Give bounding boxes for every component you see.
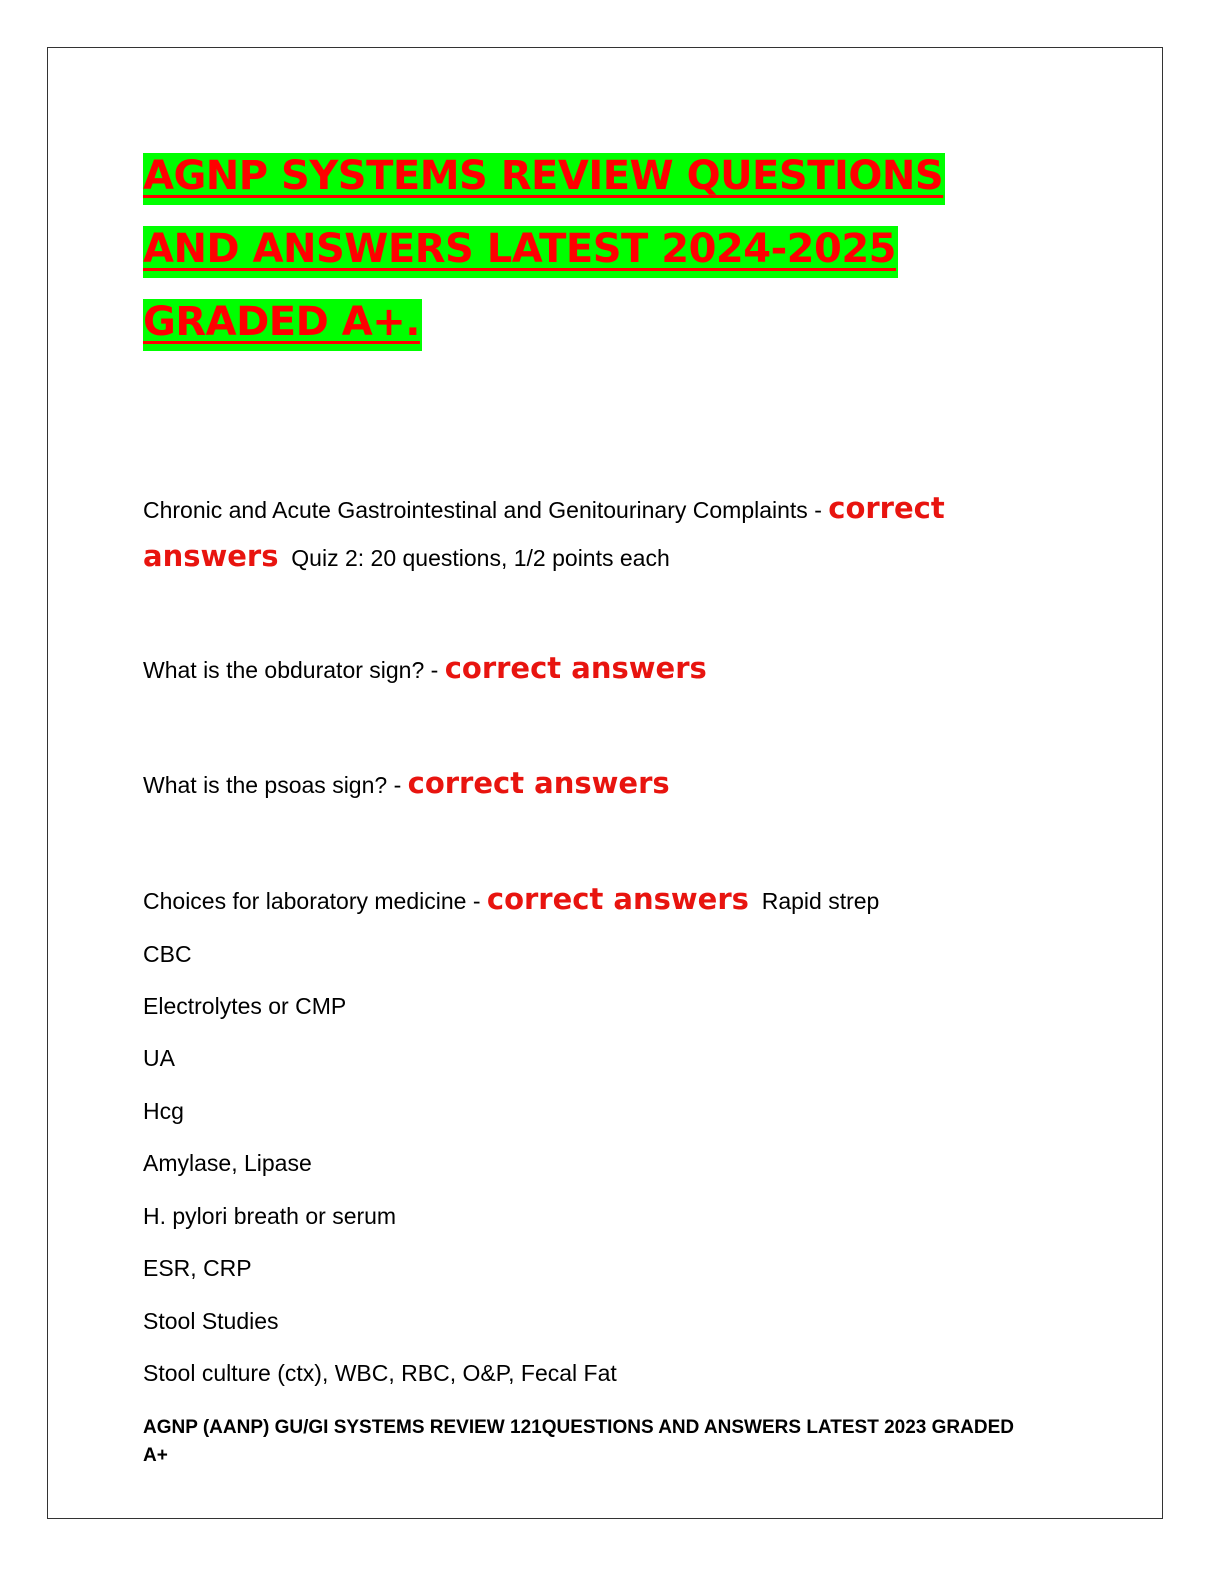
intro-question: Chronic and Acute Gastrointestinal and G… — [143, 497, 829, 523]
footer-line-2: A+ — [143, 1445, 168, 1466]
answer-label: correct answers — [407, 766, 670, 800]
first-choice: Rapid strep — [761, 888, 880, 914]
list-item: Electrolytes or CMP — [143, 993, 347, 1019]
answer-label: correct answers — [444, 651, 707, 685]
question-psoas: What is the psoas sign? - correct answer… — [143, 760, 670, 808]
title-line-2: AND ANSWERS LATEST 2024-2025 — [143, 213, 1043, 286]
intro-answer: Quiz 2: 20 questions, 1/2 points each — [291, 545, 670, 571]
answer-label: correct answers — [486, 882, 749, 916]
list-item: Amylase, Lipase — [143, 1150, 312, 1176]
list-item: Stool culture (ctx), WBC, RBC, O&P, Feca… — [143, 1360, 617, 1386]
list-item: H. pylori breath or serum — [143, 1203, 397, 1229]
footer-line-1: AGNP (AANP) GU/GI SYSTEMS REVIEW 121QUES… — [143, 1417, 1014, 1438]
title-line-3: GRADED A+. — [143, 286, 1043, 359]
list-item: Hcg — [143, 1098, 184, 1124]
list-item: CBC — [143, 941, 192, 967]
question-text: What is the obdurator sign? - — [143, 657, 445, 683]
title-line-1: AGNP SYSTEMS REVIEW QUESTIONS — [143, 140, 1043, 213]
question-text: Choices for laboratory medicine - — [143, 888, 487, 914]
question-text: What is the psoas sign? - — [143, 772, 408, 798]
intro-paragraph: Chronic and Acute Gastrointestinal and G… — [143, 485, 945, 581]
list-item: ESR, CRP — [143, 1255, 252, 1281]
question-lab-choices: Choices for laboratory medicine - correc… — [143, 876, 879, 924]
document-title: AGNP SYSTEMS REVIEW QUESTIONS AND ANSWER… — [143, 140, 1043, 359]
page-border — [47, 47, 1163, 1519]
question-obdurator: What is the obdurator sign? - correct an… — [143, 645, 707, 693]
footer-note: AGNP (AANP) GU/GI SYSTEMS REVIEW 121QUES… — [143, 1414, 1073, 1470]
list-item: UA — [143, 1045, 175, 1071]
answer-label: correct — [828, 491, 945, 525]
list-item: Stool Studies — [143, 1308, 279, 1334]
answer-label: answers — [143, 539, 279, 573]
